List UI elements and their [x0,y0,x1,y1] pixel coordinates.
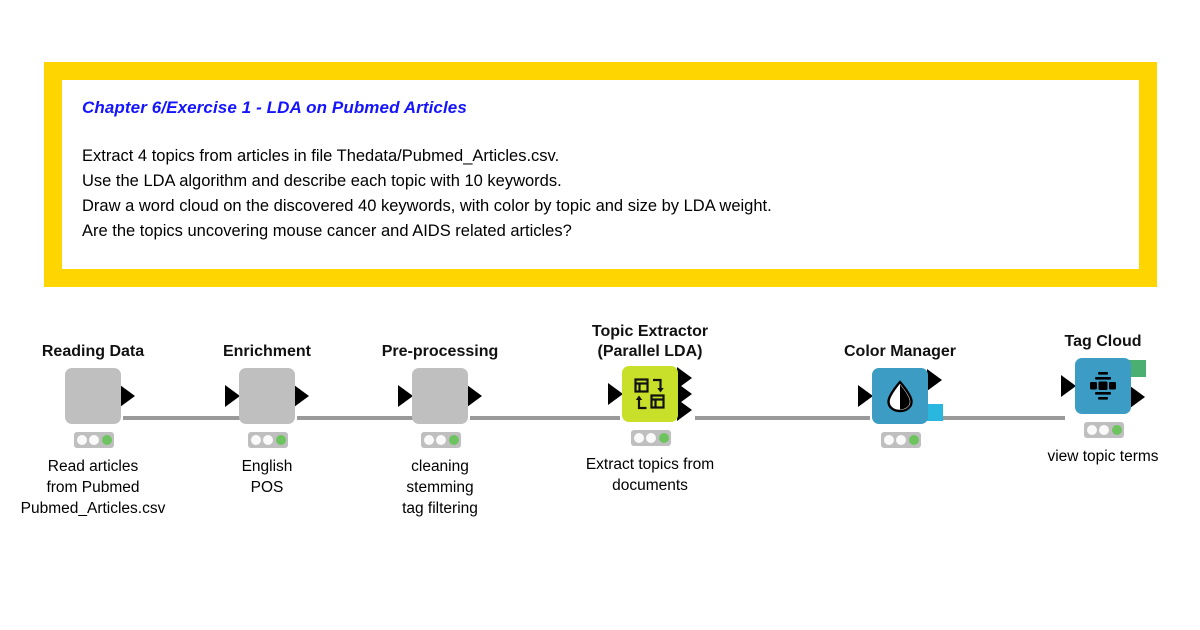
status-led-executed [101,435,112,445]
status-led-idle [250,435,261,445]
node-title-color-manager: Color Manager [843,343,956,360]
wire-preproc-to-topic [470,416,620,420]
output-port-icon[interactable] [294,385,309,407]
status-bar [421,432,461,448]
exercise-line-2: Use the LDA algorithm and describe each … [82,172,562,190]
exercise-line-1: Extract 4 topics from articles in file T… [82,147,560,165]
exercise-title: Chapter 6/Exercise 1 - LDA on Pubmed Art… [82,98,467,117]
node-graphic-color-manager [825,368,975,450]
output-port-3-icon[interactable] [677,399,692,421]
color-model-port-icon[interactable] [926,404,943,421]
node-graphic-reading-data [18,368,168,450]
exercise-annotation-inner: Chapter 6/Exercise 1 - LDA on Pubmed Art… [62,80,1139,269]
wire-enrichment-to-preproc [297,416,427,420]
tag-cloud-icon [1090,372,1116,400]
input-port-icon[interactable] [858,385,873,407]
exercise-line-3: Draw a word cloud on the discovered 40 k… [82,197,772,215]
status-led-running [89,435,99,445]
status-led-running [263,435,273,445]
node-tag-cloud[interactable]: Tag Cloud [1028,332,1178,467]
wire-colormanager-to-tagcloud [930,416,1065,420]
input-port-icon[interactable] [225,385,240,407]
status-led-executed [448,435,459,445]
node-box-color-manager[interactable] [872,368,928,424]
node-topic-extractor[interactable]: Topic Extractor (Parallel LDA) [575,322,725,496]
node-title-enrichment: Enrichment [222,343,311,360]
node-description-pre-processing: cleaning stemming tag filtering [402,458,478,517]
status-led-running [1099,425,1109,435]
status-bar [631,430,671,446]
node-graphic-pre-processing [365,368,515,450]
node-box-pre-processing[interactable] [412,368,468,424]
node-color-manager[interactable]: Color Manager [825,342,975,456]
workflow-canvas: Reading Data Read articles from Pubmed P… [0,300,1200,630]
output-port-icon[interactable] [1130,386,1145,408]
output-port-icon[interactable] [467,385,482,407]
node-graphic-tag-cloud [1028,358,1178,440]
status-led-running [436,435,446,445]
node-description-topic-extractor: Extract topics from documents [585,456,715,494]
node-graphic-enrichment [192,368,342,450]
input-port-icon[interactable] [608,383,623,405]
status-led-idle [633,433,644,443]
status-led-executed [1111,425,1122,435]
node-graphic-topic-extractor [575,366,725,448]
status-led-executed [658,433,669,443]
node-description-enrichment: English POS [241,458,293,496]
status-led-running [646,433,656,443]
exercise-annotation-box: Chapter 6/Exercise 1 - LDA on Pubmed Art… [44,62,1157,287]
node-reading-data[interactable]: Reading Data Read articles from Pubmed P… [18,342,168,519]
status-led-idle [883,435,894,445]
exercise-line-4: Are the topics uncovering mouse cancer a… [82,222,572,240]
node-title-pre-processing: Pre-processing [381,343,499,360]
status-led-executed [275,435,286,445]
node-title-tag-cloud: Tag Cloud [1064,333,1142,350]
node-enrichment[interactable]: Enrichment English POS [192,342,342,498]
node-description-reading-data: Read articles from Pubmed Pubmed_Article… [20,458,166,517]
node-description-tag-cloud: view topic terms [1047,448,1159,465]
wire-reading-to-enrichment [123,416,253,420]
node-title-reading-data: Reading Data [41,343,145,360]
wire-topic-to-colormanager [695,416,870,420]
node-title-topic-extractor: Topic Extractor (Parallel LDA) [591,323,709,360]
status-bar [1084,422,1124,438]
output-port-icon[interactable] [120,385,135,407]
node-box-reading-data[interactable] [65,368,121,424]
node-pre-processing[interactable]: Pre-processing cleaning stemming tag fil… [365,342,515,519]
node-box-topic-extractor[interactable] [622,366,678,422]
node-box-enrichment[interactable] [239,368,295,424]
status-led-idle [423,435,434,445]
droplet-icon [887,380,913,413]
input-port-icon[interactable] [1061,375,1076,397]
topic-extractor-icon [634,378,665,410]
status-led-running [896,435,906,445]
status-led-idle [1086,425,1097,435]
node-box-tag-cloud[interactable] [1075,358,1131,414]
status-led-idle [76,435,87,445]
status-bar [881,432,921,448]
status-led-executed [908,435,919,445]
status-bar [74,432,114,448]
input-port-icon[interactable] [398,385,413,407]
output-port-icon[interactable] [927,369,942,391]
status-bar [248,432,288,448]
image-port-icon[interactable] [1129,360,1146,377]
